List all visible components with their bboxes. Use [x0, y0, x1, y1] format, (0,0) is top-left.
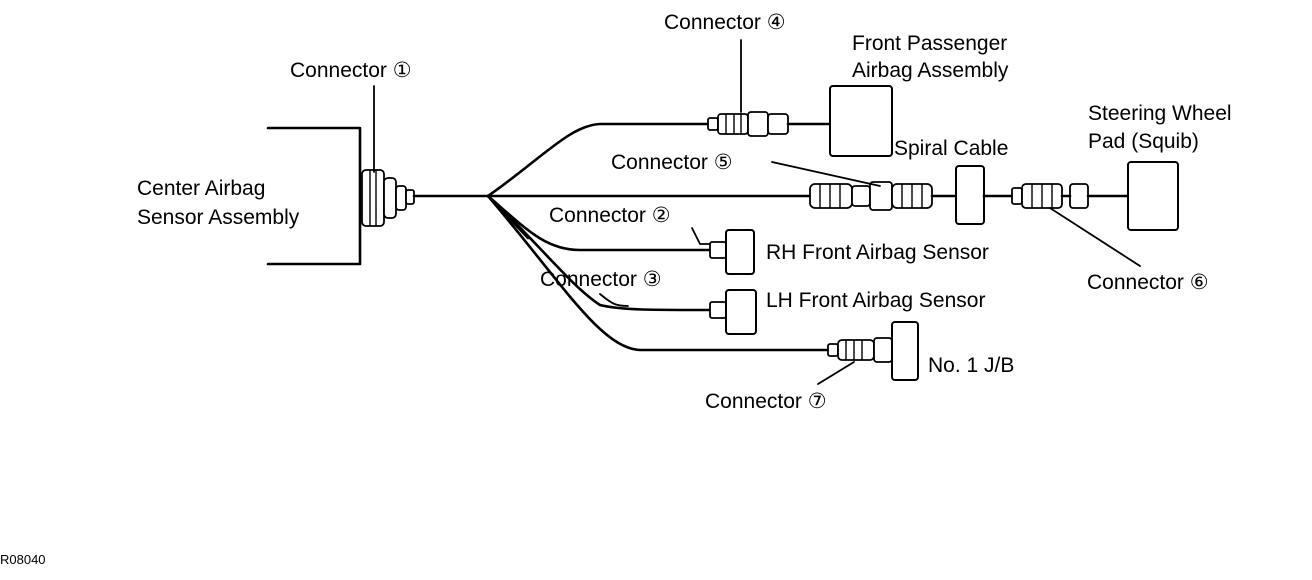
- center-airbag-sensor-assembly: [266, 126, 362, 266]
- label-connector-1: Connector ①: [290, 59, 412, 82]
- lh-front-airbag-sensor: [725, 289, 757, 335]
- connector-1: [361, 169, 415, 227]
- label-lh-sensor: LH Front Airbag Sensor: [766, 289, 985, 312]
- connector-6: [982, 183, 1141, 267]
- label-jb: No. 1 J/B: [928, 354, 1014, 377]
- label-connector-2: Connector ②: [549, 204, 671, 227]
- connector-5: [771, 161, 958, 211]
- front-passenger-airbag-assembly: [829, 85, 893, 157]
- label-front-passenger-line2: Airbag Assembly: [852, 59, 1009, 82]
- wiring-harness: [412, 122, 830, 352]
- label-spiral-cable: Spiral Cable: [894, 137, 1008, 160]
- label-rh-sensor: RH Front Airbag Sensor: [766, 241, 989, 264]
- connector-7: [817, 337, 893, 385]
- label-center-sensor-line1: Center Airbag: [137, 177, 265, 200]
- label-connector-5: Connector ⑤: [611, 151, 733, 174]
- label-center-sensor-line2: Sensor Assembly: [137, 206, 300, 229]
- steering-wheel-pad: [1127, 161, 1179, 231]
- label-connector-6: Connector ⑥: [1087, 271, 1209, 294]
- label-connector-3: Connector ③: [540, 268, 662, 291]
- connector-4: [707, 39, 832, 137]
- spiral-cable: [955, 165, 985, 225]
- figure-code: R08040: [0, 552, 46, 567]
- label-steering-wheel-line2: Pad (Squib): [1088, 130, 1199, 153]
- no1-junction-block: [891, 321, 919, 381]
- label-connector-7: Connector ⑦: [705, 390, 827, 413]
- label-connector-4: Connector ④: [664, 11, 786, 34]
- connector-3: [599, 293, 727, 319]
- connector-2: [691, 227, 727, 259]
- label-steering-wheel-line1: Steering Wheel: [1088, 102, 1232, 125]
- label-front-passenger-line1: Front Passenger: [852, 32, 1007, 55]
- rh-front-airbag-sensor: [725, 229, 755, 275]
